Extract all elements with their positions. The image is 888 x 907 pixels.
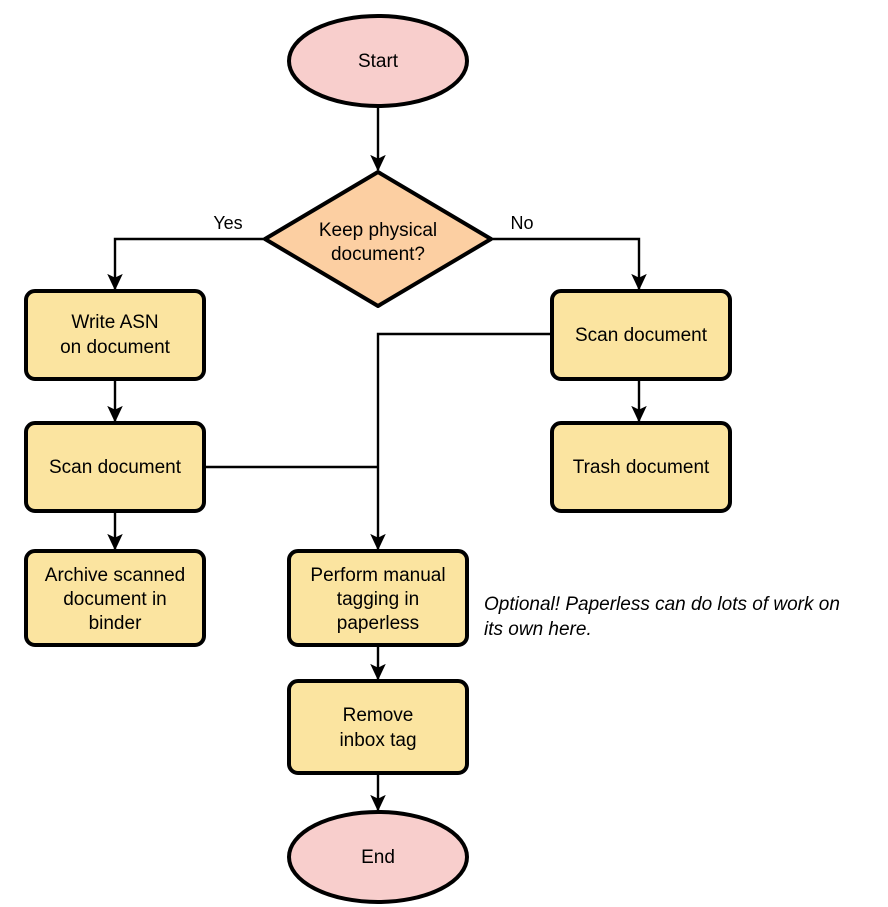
end-label: End (361, 847, 395, 868)
scan-left-box-shape (24, 421, 206, 513)
trash-box-shape (550, 421, 732, 513)
decision-label-line2: document? (331, 244, 425, 265)
remove-inbox-label-line1: Remove (343, 705, 414, 726)
node-write-asn-on-document[interactable]: Write ASN on document (24, 289, 206, 381)
archive-label-line3: binder (89, 613, 142, 634)
decision-diamond-shape (263, 170, 493, 308)
edge-scan-right-to-tagging (370, 332, 552, 551)
write-asn-label-line1: Write ASN (71, 312, 158, 333)
tagging-label-line2: tagging in (337, 589, 419, 610)
archive-label-line2: document in (63, 589, 167, 610)
archive-label-line1: Archive scanned (45, 565, 185, 586)
trash-label: Trash document (573, 457, 710, 478)
node-decision-keep-physical-document[interactable]: Keep physical document? (263, 170, 493, 308)
optional-note-line2: its own here. (484, 619, 592, 640)
decision-label-line1: Keep physical (319, 220, 437, 241)
node-archive-scanned-document-in-binder[interactable]: Archive scanned document in binder (24, 549, 206, 647)
connectors-group (107, 106, 647, 812)
node-end[interactable]: End (287, 810, 469, 904)
edge-decision-yes-to-write-asn (107, 237, 265, 291)
archive-box-shape (24, 549, 206, 647)
scan-right-label: Scan document (575, 325, 708, 346)
edge-label-yes: Yes (213, 213, 242, 233)
tagging-label-line3: paperless (337, 613, 419, 634)
write-asn-box-shape (24, 289, 206, 381)
tagging-box-shape (287, 549, 469, 647)
node-scan-document-left[interactable]: Scan document (24, 421, 206, 513)
start-label: Start (358, 51, 399, 72)
scan-left-label: Scan document (49, 457, 182, 478)
write-asn-label-line2: on document (60, 337, 171, 358)
node-perform-manual-tagging-in-paperless[interactable]: Perform manual tagging in paperless (287, 549, 469, 647)
end-ellipse-shape (287, 810, 469, 904)
node-scan-document-right[interactable]: Scan document (550, 289, 732, 381)
node-trash-document[interactable]: Trash document (550, 421, 732, 513)
optional-note-line1: Optional! Paperless can do lots of work … (484, 594, 840, 615)
start-ellipse-shape (287, 14, 469, 108)
node-start[interactable]: Start (287, 14, 469, 108)
edge-label-no: No (510, 213, 533, 233)
node-remove-inbox-tag[interactable]: Remove inbox tag (287, 679, 469, 775)
annotation-optional-note: Optional! Paperless can do lots of work … (484, 594, 840, 640)
remove-inbox-box-shape (287, 679, 469, 775)
remove-inbox-label-line2: inbox tag (339, 730, 416, 751)
scan-right-box-shape (550, 289, 732, 381)
tagging-label-line1: Perform manual (310, 565, 445, 586)
edge-decision-no-to-scan-right (491, 237, 647, 291)
